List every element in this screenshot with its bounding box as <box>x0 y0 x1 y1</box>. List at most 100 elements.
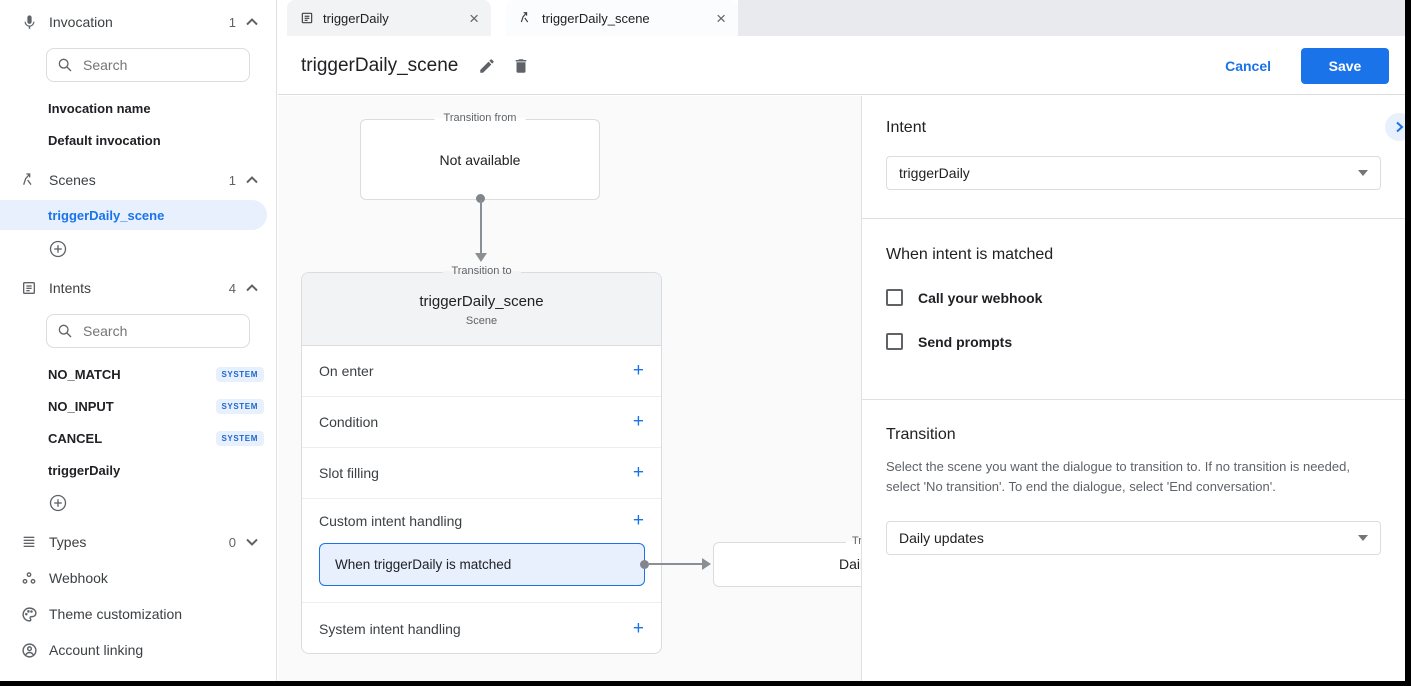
section-count: 4 <box>228 280 236 296</box>
add-icon[interactable]: + <box>632 411 644 432</box>
intent-heading: Intent <box>886 119 927 136</box>
call-webhook-option: Call your webhook <box>886 289 1381 306</box>
chevron-up-icon[interactable] <box>246 18 258 26</box>
section-label: Invocation <box>49 14 113 30</box>
scene-row-custom-intent-handling: Custom intent handling + When triggerDai… <box>302 499 661 603</box>
intent-handler-card-selected[interactable]: When triggerDaily is matched <box>319 543 649 586</box>
row-label: On enter <box>319 363 374 379</box>
tab-bar: triggerDaily × triggerDaily_scene × <box>278 0 1405 37</box>
connector-dot <box>640 560 649 569</box>
scene-row-system-intent-handling[interactable]: System intent handling + <box>302 603 661 654</box>
screen-edge <box>1405 0 1411 686</box>
sidebar-section-types[interactable]: Types 0 <box>0 524 276 560</box>
webhook-icon <box>20 569 38 587</box>
scenes-icon <box>20 171 38 189</box>
sidebar: Invocation 1 Invocation name Default inv… <box>0 0 277 686</box>
scene-row-on-enter[interactable]: On enter + <box>302 346 661 397</box>
transition-select-value: Daily updates <box>899 530 984 546</box>
transition-from-box[interactable]: Transition from Not available <box>360 112 600 200</box>
arrow-down-icon <box>475 253 487 262</box>
section-label: Scenes <box>49 172 96 188</box>
sidebar-item-no-input[interactable]: NO_INPUT SYSTEM <box>0 390 276 422</box>
chevron-up-icon[interactable] <box>246 176 258 184</box>
connector-dot <box>476 194 485 203</box>
sidebar-section-scenes[interactable]: Scenes 1 <box>0 162 276 198</box>
add-intent-button[interactable] <box>48 493 68 513</box>
microphone-icon <box>20 13 38 31</box>
section-label: Intents <box>49 280 92 296</box>
intent-select-value: triggerDaily <box>899 165 970 181</box>
scene-row-condition[interactable]: Condition + <box>302 397 661 448</box>
call-webhook-checkbox[interactable] <box>886 289 903 306</box>
sidebar-item-triggerdaily[interactable]: triggerDaily <box>0 454 276 486</box>
add-icon[interactable]: + <box>632 462 644 483</box>
scene-card-header[interactable]: triggerDaily_scene Scene <box>302 273 661 346</box>
sidebar-item-theme-customization[interactable]: Theme customization <box>0 596 276 632</box>
target-scene-text: Daily updates <box>839 556 861 572</box>
save-button[interactable]: Save <box>1301 47 1389 84</box>
connector-line <box>649 563 703 565</box>
search-icon <box>57 57 73 73</box>
transition-heading: Transition <box>886 426 956 443</box>
sidebar-item-webhook[interactable]: Webhook <box>0 560 276 596</box>
scenes-icon <box>519 11 533 25</box>
add-icon[interactable]: + <box>632 617 644 639</box>
intents-search[interactable] <box>46 314 250 348</box>
custom-intent-handling-label[interactable]: Custom intent handling + <box>302 499 661 543</box>
invocation-search-input[interactable] <box>83 57 213 73</box>
intents-icon <box>20 279 38 297</box>
intents-search-input[interactable] <box>83 323 213 339</box>
add-scene-button[interactable] <box>48 239 68 259</box>
sidebar-item-default-invocation[interactable]: Default invocation <box>48 132 161 148</box>
nav-label: Theme customization <box>49 606 183 622</box>
intent-config-panel: Intent triggerDaily When intent is match… <box>861 96 1411 681</box>
transition-to-legend: Transition to <box>442 265 521 277</box>
tab-label: triggerDaily <box>323 10 389 26</box>
matched-heading: When intent is matched <box>886 246 1054 263</box>
cancel-button[interactable]: Cancel <box>1225 57 1271 74</box>
sidebar-section-intents[interactable]: Intents 4 <box>0 270 276 306</box>
row-label: Condition <box>319 414 379 430</box>
transition-from-legend: Transition from <box>434 112 526 124</box>
tab-label: triggerDaily_scene <box>542 10 650 26</box>
add-icon[interactable]: + <box>632 510 644 531</box>
scene-header: triggerDaily_scene Cancel Save <box>278 37 1405 95</box>
row-label: System intent handling <box>319 620 461 637</box>
row-label: Custom intent handling <box>319 513 463 529</box>
scene-row-slot-filling[interactable]: Slot filling + <box>302 448 661 499</box>
sidebar-section-invocation[interactable]: Invocation 1 <box>0 4 276 40</box>
edit-pencil-icon[interactable] <box>470 49 504 83</box>
transition-target-box[interactable]: Transition to Daily updates <box>713 535 861 587</box>
chevron-down-icon[interactable] <box>246 538 258 546</box>
nav-label: Account linking <box>49 642 144 658</box>
sidebar-item-triggerdaily-scene[interactable]: triggerDaily_scene <box>0 200 267 230</box>
checkbox-label: Send prompts <box>918 333 1013 350</box>
chevron-up-icon[interactable] <box>246 284 258 292</box>
intent-select[interactable]: triggerDaily <box>886 156 1381 190</box>
tab-triggerdaily-scene[interactable]: triggerDaily_scene × <box>506 0 738 36</box>
intent-name: triggerDaily <box>48 462 121 478</box>
section-count: 1 <box>228 172 236 188</box>
tab-bar-filler <box>738 0 1405 36</box>
send-prompts-checkbox[interactable] <box>886 333 903 350</box>
close-icon[interactable]: × <box>716 8 726 28</box>
sidebar-item-no-match[interactable]: NO_MATCH SYSTEM <box>0 358 276 390</box>
dropdown-caret-icon <box>1358 535 1368 541</box>
intents-icon <box>300 11 314 25</box>
transition-to-legend: Transition to <box>846 535 861 547</box>
send-prompts-option: Send prompts <box>886 333 1381 350</box>
scene-card-subtitle: Scene <box>465 315 498 327</box>
dropdown-caret-icon <box>1358 170 1368 176</box>
add-icon[interactable]: + <box>632 360 644 381</box>
sidebar-item-invocation-name[interactable]: Invocation name <box>48 100 151 116</box>
tab-triggerdaily[interactable]: triggerDaily × <box>287 0 491 36</box>
sidebar-item-account-linking[interactable]: Account linking <box>0 632 276 668</box>
trash-icon[interactable] <box>504 49 538 83</box>
invocation-search[interactable] <box>46 48 250 82</box>
sidebar-item-cancel[interactable]: CANCEL SYSTEM <box>0 422 276 454</box>
types-icon <box>20 533 38 551</box>
transition-select[interactable]: Daily updates <box>886 521 1381 555</box>
section-label: Types <box>49 534 87 550</box>
close-icon[interactable]: × <box>469 8 479 28</box>
